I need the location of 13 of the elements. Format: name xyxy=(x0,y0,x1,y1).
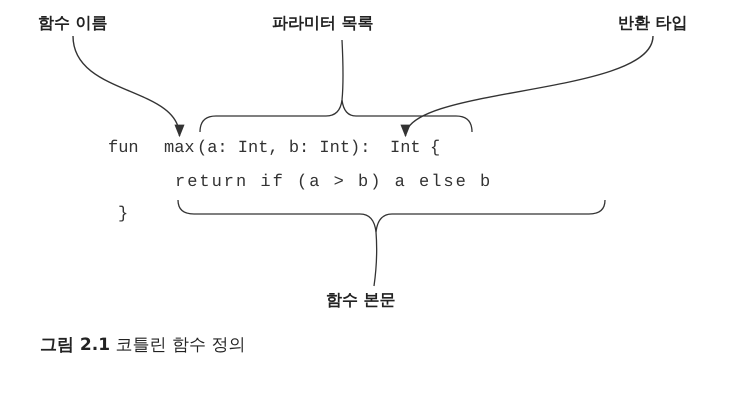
code-text: { xyxy=(430,138,440,160)
code-text: return if (a > b) a else b xyxy=(175,172,492,194)
callout-label: 파라미터 목록 xyxy=(272,12,374,34)
code-text: fun xyxy=(108,138,139,160)
callout-label: 함수 본문 xyxy=(326,289,396,311)
code-token: max xyxy=(164,138,195,160)
code-text: (a: Int, b: Int): xyxy=(197,138,370,160)
code-text: } xyxy=(118,204,128,226)
leader-arrow xyxy=(72,36,182,138)
callout-label: 반환 타입 xyxy=(618,12,688,34)
code-token: Int xyxy=(390,138,421,160)
callout-label: 함수 이름 xyxy=(38,12,108,34)
figure-caption: 그림 2.1 코틀린 함수 정의 xyxy=(40,334,246,356)
